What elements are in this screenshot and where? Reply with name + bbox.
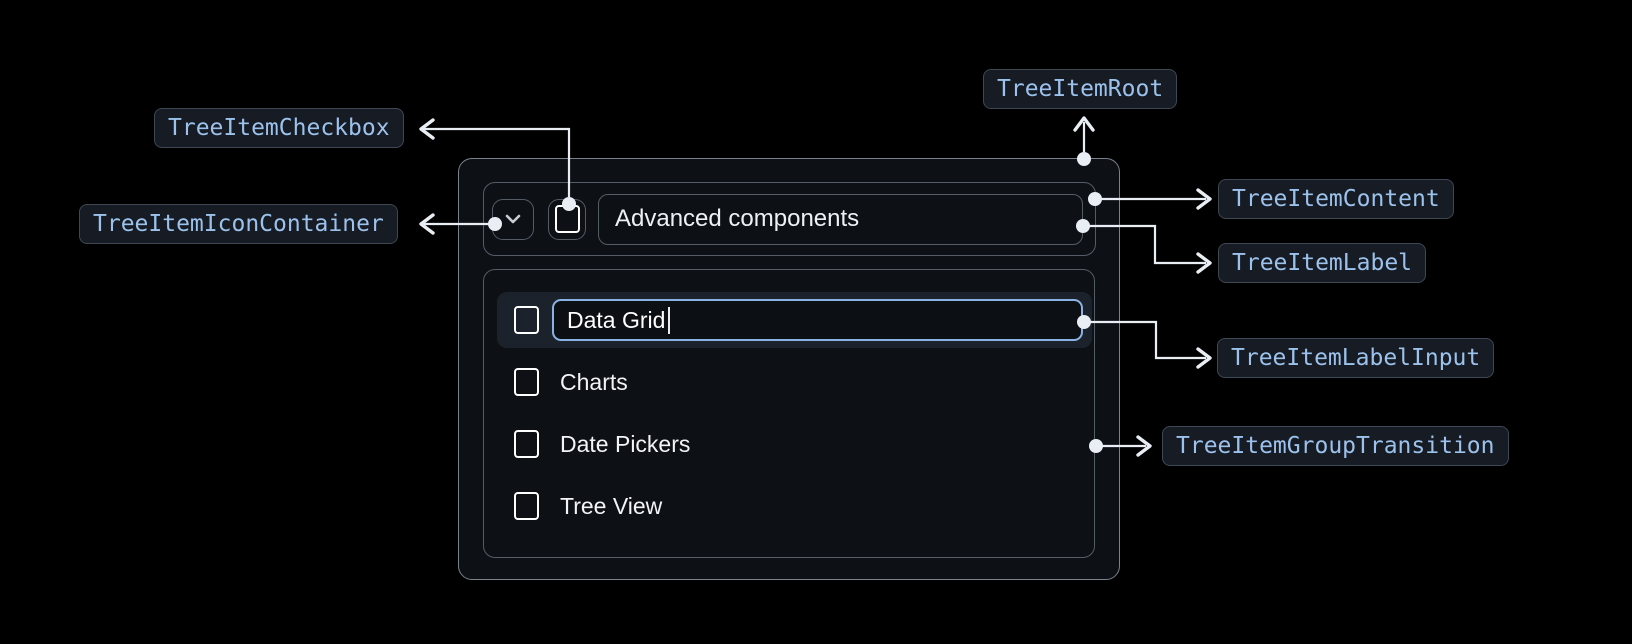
tree-item-label-text: Charts <box>560 368 628 395</box>
label-input-value: Data Grid <box>567 306 666 333</box>
tree-item-row[interactable]: Tree View <box>497 478 1092 534</box>
checkbox-unchecked-icon <box>554 205 580 233</box>
tree-item-label-text: Date Pickers <box>560 430 691 457</box>
chevron-down-icon <box>502 208 524 230</box>
tree-item-checkbox[interactable] <box>548 198 586 240</box>
tree-item-row[interactable]: Charts <box>497 354 1092 410</box>
tree-item-label-text: Tree View <box>560 492 663 519</box>
tree-item-label-text: Advanced components <box>615 205 860 232</box>
tree-item-label-input[interactable]: Data Grid <box>552 299 1083 341</box>
tree-item-content[interactable]: Advanced components <box>483 182 1096 256</box>
tree-item-row-editing[interactable]: Data Grid <box>497 292 1092 348</box>
tree-item-group-transition: Data Grid Charts Date Pickers Tree View <box>483 269 1095 558</box>
tree-item-root: Advanced components Data Grid Charts Dat… <box>458 158 1120 580</box>
anatomy-label-tree-item-root: TreeItemRoot <box>983 69 1178 109</box>
checkbox-unchecked-icon[interactable] <box>514 492 539 520</box>
anatomy-label-tree-item-label: TreeItemLabel <box>1218 243 1427 283</box>
text-caret <box>668 306 671 334</box>
checkbox-unchecked-icon[interactable] <box>514 306 539 334</box>
anatomy-label-tree-item-checkbox: TreeItemCheckbox <box>154 108 404 148</box>
tree-item-row[interactable]: Date Pickers <box>497 416 1092 472</box>
checkbox-unchecked-icon[interactable] <box>514 430 539 458</box>
tree-item-icon-container[interactable] <box>492 198 534 240</box>
anatomy-label-tree-item-label-input: TreeItemLabelInput <box>1217 338 1495 378</box>
anatomy-label-tree-item-content: TreeItemContent <box>1218 179 1454 219</box>
tree-item-label[interactable]: Advanced components <box>598 193 1083 245</box>
checkbox-unchecked-icon[interactable] <box>514 368 539 396</box>
anatomy-label-tree-item-group-transition: TreeItemGroupTransition <box>1162 426 1509 466</box>
anatomy-label-tree-item-icon-container: TreeItemIconContainer <box>79 204 398 244</box>
